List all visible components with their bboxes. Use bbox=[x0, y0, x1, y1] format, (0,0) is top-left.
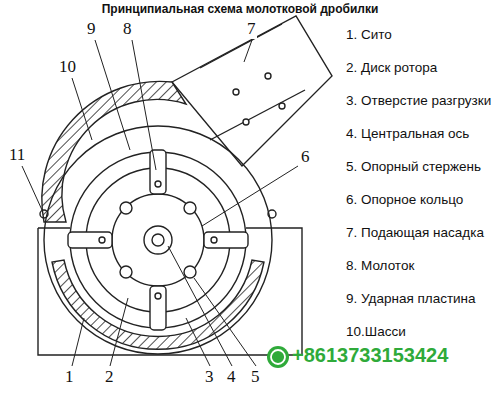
legend-item: 10.Шасси bbox=[346, 325, 406, 340]
legend-item: 9. Ударная пластина bbox=[346, 292, 476, 307]
legend-item: 4. Центральная ось bbox=[346, 127, 469, 142]
diagram-title: Принципиальная схема молотковой дробилки bbox=[102, 3, 379, 16]
callout-number: 11 bbox=[8, 146, 26, 165]
callout-number: 5 bbox=[250, 368, 261, 387]
callout-number: 1 bbox=[64, 368, 75, 387]
callout-number: 7 bbox=[246, 20, 257, 39]
legend-item: 3. Отверстие разгрузки bbox=[346, 94, 491, 109]
feed-chute bbox=[172, 16, 332, 166]
support-ring bbox=[112, 194, 204, 286]
legend-item: 6. Опорное кольцо bbox=[346, 193, 463, 208]
legend-item: 7. Подающая насадка bbox=[346, 226, 484, 241]
callout-number: 3 bbox=[204, 368, 215, 387]
callout-number: 9 bbox=[86, 20, 97, 39]
callout-number: 4 bbox=[226, 368, 237, 387]
housing bbox=[44, 126, 272, 354]
callout-number: 6 bbox=[300, 148, 311, 167]
central-shaft bbox=[144, 226, 172, 254]
legend-item: 1. Сито bbox=[346, 28, 392, 43]
whatsapp-icon bbox=[267, 346, 289, 368]
hammers bbox=[68, 150, 248, 330]
hammer-pins bbox=[99, 181, 217, 299]
leader-lines bbox=[22, 40, 298, 366]
watermark: +8613733153424 bbox=[292, 344, 448, 366]
callout-number: 10 bbox=[58, 58, 77, 77]
legend-item: 5. Опорный стержень bbox=[346, 160, 481, 175]
callout-number: 2 bbox=[104, 368, 115, 387]
legend-item: 8. Молоток bbox=[346, 259, 414, 274]
legend-item: 2. Диск ротора bbox=[346, 61, 437, 76]
callout-number: 8 bbox=[122, 20, 133, 39]
support-rods bbox=[120, 202, 196, 278]
